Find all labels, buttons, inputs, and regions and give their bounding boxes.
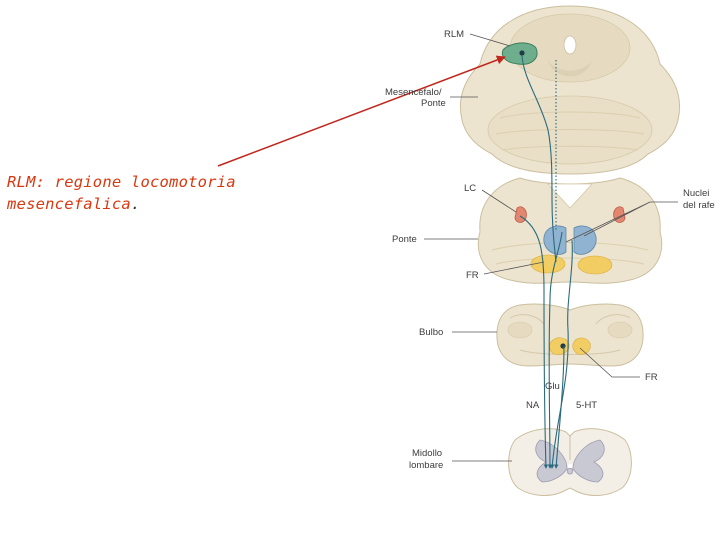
section-bulbo bbox=[497, 304, 643, 366]
label-5ht: 5-HT bbox=[576, 400, 597, 411]
rlm-neuron bbox=[519, 50, 524, 55]
section-ponte bbox=[478, 178, 661, 283]
olive-right bbox=[608, 322, 632, 338]
label-mesencefalo-line1: Mesencefalo/ bbox=[385, 87, 442, 98]
section-midollo bbox=[509, 429, 632, 496]
section-mesencefalo bbox=[460, 6, 679, 174]
lc-left bbox=[515, 207, 526, 223]
label-midollo-line1: Midollo bbox=[412, 448, 442, 459]
label-midollo-line2: lombare bbox=[409, 460, 443, 471]
fr-pons-right bbox=[578, 256, 612, 274]
fr-bulbo-left bbox=[550, 338, 570, 355]
label-rlm: RLM bbox=[444, 29, 464, 40]
olive-left bbox=[508, 322, 532, 338]
label-fr-pons: FR bbox=[466, 270, 479, 281]
label-nuclei-line1: Nuclei bbox=[683, 188, 709, 199]
label-bulbo: Bulbo bbox=[419, 327, 443, 338]
label-nuclei-line2: del rafe bbox=[683, 200, 715, 211]
label-ponte: Ponte bbox=[392, 234, 417, 245]
fr-bulbo-right bbox=[573, 338, 591, 355]
fr-pons-left bbox=[531, 255, 565, 273]
label-glu: Glu bbox=[545, 381, 560, 392]
aqueduct bbox=[564, 36, 576, 54]
central-canal bbox=[568, 464, 572, 468]
label-lc: LC bbox=[464, 183, 476, 194]
label-mesencefalo-line2: Ponte bbox=[421, 98, 446, 109]
label-na: NA bbox=[526, 400, 540, 411]
fr-neuron bbox=[560, 343, 565, 348]
label-fr-bulbo: FR bbox=[645, 372, 658, 383]
